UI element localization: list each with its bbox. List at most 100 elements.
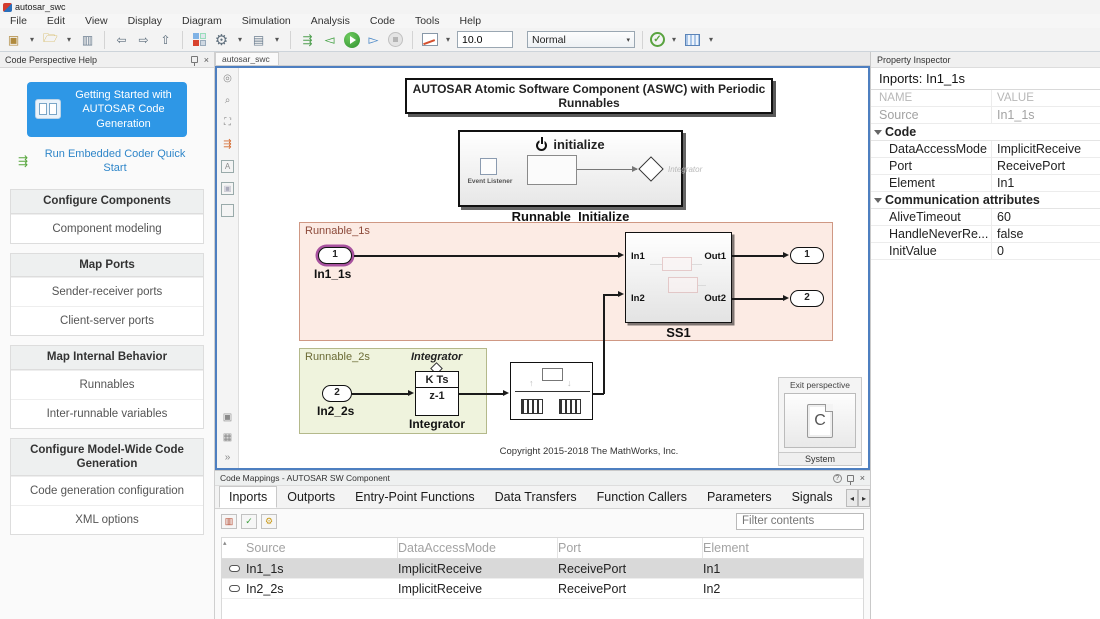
open-dropdown-icon[interactable]: ▾ [66, 35, 71, 44]
help-icon[interactable]: ? [832, 473, 842, 483]
hide-palette-icon[interactable]: ◎ [223, 73, 232, 84]
close-icon[interactable]: × [203, 54, 209, 65]
save-icon[interactable]: ▥ [81, 32, 94, 47]
stop-time-input[interactable] [457, 31, 513, 48]
tab-outports[interactable]: Outports [287, 490, 336, 504]
validate-icon[interactable]: ✓ [650, 32, 665, 47]
menu-view[interactable]: View [85, 15, 108, 27]
property-row-element[interactable]: Element In1 [871, 175, 1100, 192]
property-row-handleneverreceived[interactable]: HandleNeverRe... false [871, 226, 1100, 243]
help-link-client-server[interactable]: Client-server ports [11, 306, 203, 335]
image-annotation-icon[interactable]: ▣ [221, 182, 234, 195]
menu-tools[interactable]: Tools [414, 15, 440, 27]
property-row-port[interactable]: Port ReceivePort [871, 158, 1100, 175]
tab-scroll-left-icon[interactable]: ◂ [846, 489, 858, 507]
validate-mappings-icon[interactable]: ✓ [241, 513, 257, 529]
open-icon[interactable]: 🗁 [43, 31, 58, 45]
step-back-icon[interactable]: ◅ [324, 31, 335, 47]
pin-icon[interactable] [190, 56, 198, 66]
fit-to-view-icon[interactable]: ⛶ [224, 117, 231, 128]
exit-perspective-widget[interactable]: Exit perspective C System [778, 377, 862, 466]
simulation-mode-select[interactable]: Normal ▾ [527, 31, 635, 48]
help-link-xml-options[interactable]: XML options [11, 505, 203, 534]
forward-icon[interactable]: ⇨ [138, 32, 149, 47]
menu-diagram[interactable]: Diagram [182, 15, 222, 27]
tab-inports[interactable]: Inports [219, 486, 278, 508]
menu-simulation[interactable]: Simulation [241, 15, 291, 27]
model-canvas[interactable]: AUTOSAR Atomic Software Component (ASWC)… [239, 68, 868, 468]
more-tools-icon[interactable]: » [224, 452, 231, 463]
signal-routing-icon[interactable]: ⇶ [223, 139, 232, 150]
close-icon[interactable]: × [859, 473, 865, 483]
explorer-dropdown-icon[interactable]: ▾ [274, 35, 279, 44]
outport-2[interactable]: 2 [790, 290, 824, 307]
inport-in1-1s[interactable]: 1 [318, 247, 352, 264]
menu-display[interactable]: Display [127, 15, 163, 27]
annotation-icon[interactable]: A [221, 160, 234, 173]
group-communication-attributes[interactable]: Communication attributes [871, 192, 1100, 209]
model-explorer-icon[interactable]: ▤ [252, 32, 265, 47]
property-row-initvalue[interactable]: InitValue 0 [871, 243, 1100, 260]
viewmark-icon[interactable]: ▣ [222, 412, 233, 423]
group-code[interactable]: Code [871, 124, 1100, 141]
update-code-mappings-icon[interactable]: ▥ [221, 513, 237, 529]
exit-perspective-button[interactable]: C [784, 393, 856, 448]
tab-scroll-right-icon[interactable]: ▸ [858, 489, 870, 507]
up-icon[interactable]: ⇧ [160, 32, 171, 47]
ss1-block[interactable]: In1 In2 Out1 Out2 [625, 232, 732, 323]
col-source[interactable]: Source [246, 538, 398, 558]
menu-help[interactable]: Help [459, 15, 482, 27]
filter-contents-input[interactable] [736, 512, 864, 530]
simulation-display-icon[interactable] [420, 30, 439, 49]
tab-data-transfers[interactable]: Data Transfers [494, 490, 577, 504]
getting-started-button[interactable]: Getting Started with AUTOSAR Code Genera… [27, 82, 187, 137]
table-row[interactable]: In2_2s ImplicitReceive ReceivePort In2 [222, 579, 863, 599]
step-forward-icon[interactable]: ▻ [368, 31, 379, 47]
settings-dropdown-icon[interactable]: ▾ [237, 35, 242, 44]
zoom-icon[interactable]: ⌕ [224, 95, 231, 106]
display-dropdown-icon[interactable]: ▾ [445, 35, 450, 44]
area-icon[interactable] [221, 204, 234, 217]
model-settings-icon[interactable]: ⚙ [214, 31, 229, 49]
back-icon[interactable]: ⇦ [116, 32, 127, 47]
pin-icon[interactable] [846, 474, 854, 485]
runnable-initialize-block[interactable]: initialize Event Listener Integrator [458, 130, 702, 207]
menu-file[interactable]: File [10, 15, 27, 27]
library-browser-icon[interactable] [190, 30, 209, 49]
tab-function-callers[interactable]: Function Callers [596, 490, 687, 504]
help-link-component-modeling[interactable]: Component modeling [11, 213, 203, 243]
connect-io-icon[interactable]: ⇶ [302, 32, 313, 47]
col-dataaccessmode[interactable]: DataAccessMode [398, 538, 558, 558]
col-element[interactable]: Element [703, 541, 749, 555]
menu-edit[interactable]: Edit [46, 15, 66, 27]
menu-analysis[interactable]: Analysis [310, 15, 350, 27]
run-icon[interactable] [342, 30, 361, 49]
new-dropdown-icon[interactable]: ▾ [29, 35, 34, 44]
col-port[interactable]: Port [558, 538, 703, 558]
help-link-codegen-config[interactable]: Code generation configuration [11, 476, 203, 505]
tab-signals[interactable]: Signals [791, 490, 833, 504]
outport-1[interactable]: 1 [790, 247, 824, 264]
build-icon[interactable] [683, 30, 702, 49]
tab-parameters[interactable]: Parameters [706, 490, 772, 504]
perspective-grid-icon[interactable]: ▦ [222, 432, 233, 443]
inport-in2-2s[interactable]: 2 [322, 385, 352, 402]
stop-icon[interactable] [386, 30, 405, 49]
help-link-runnables[interactable]: Runnables [11, 369, 203, 399]
property-row-dataaccessmode[interactable]: DataAccessMode ImplicitReceive [871, 141, 1100, 158]
property-row-alivetimeout[interactable]: AliveTimeout 60 [871, 209, 1100, 226]
menu-code[interactable]: Code [369, 15, 395, 27]
property-row-source[interactable]: Source In1_1s [871, 107, 1100, 124]
preferences-icon[interactable]: ⚙ [261, 513, 277, 529]
help-link-inter-runnable[interactable]: Inter-runnable variables [11, 398, 203, 428]
rate-transition-block[interactable]: ↑ ↓ [510, 362, 593, 420]
runnable-1s-region[interactable]: Runnable_1s [299, 222, 833, 341]
help-link-sender-receiver[interactable]: Sender-receiver ports [11, 277, 203, 306]
validate-dropdown-icon[interactable]: ▾ [671, 35, 676, 44]
build-dropdown-icon[interactable]: ▾ [708, 35, 713, 44]
integrator-block[interactable]: K Ts z-1 [415, 371, 459, 416]
quick-start-link[interactable]: ⇶ Run Embedded Coder Quick Start [18, 147, 196, 176]
tab-autosar-swc[interactable]: autosar_swc [215, 52, 279, 65]
table-row[interactable]: In1_1s ImplicitReceive ReceivePort In1 [222, 559, 863, 579]
tab-entry-point-functions[interactable]: Entry-Point Functions [355, 490, 475, 504]
